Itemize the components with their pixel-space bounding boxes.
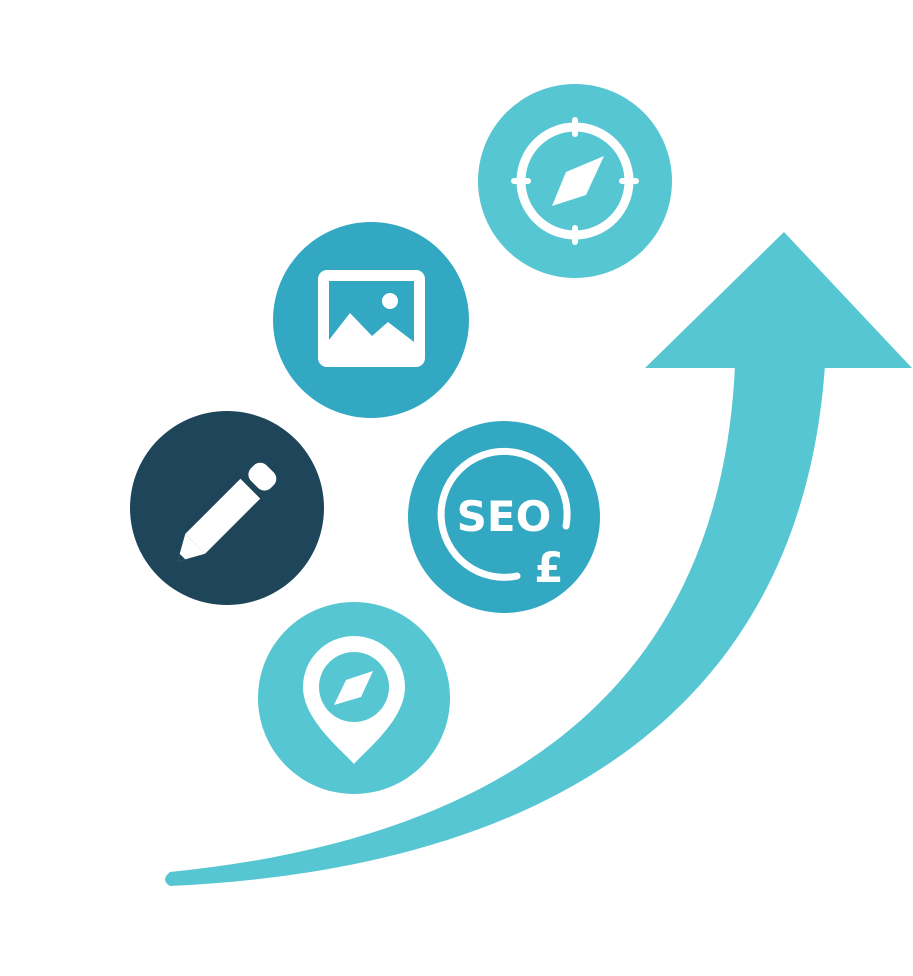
location-compass-icon xyxy=(303,636,405,764)
seo-label: SEO xyxy=(457,492,552,541)
growth-arrow-shaft xyxy=(165,365,825,886)
pencil-icon xyxy=(177,462,277,562)
compass-badge xyxy=(478,84,672,278)
growth-arrow-head xyxy=(645,232,912,368)
image-badge xyxy=(273,222,469,418)
compass-icon xyxy=(511,117,639,245)
pound-sign-icon: £ xyxy=(534,543,563,592)
location-badge xyxy=(258,602,450,794)
seo-ring xyxy=(437,447,571,581)
growth-arrow-icon xyxy=(165,232,912,886)
seo-badge: SEO £ xyxy=(408,421,600,613)
image-icon xyxy=(318,270,425,367)
pencil-badge xyxy=(130,411,324,605)
